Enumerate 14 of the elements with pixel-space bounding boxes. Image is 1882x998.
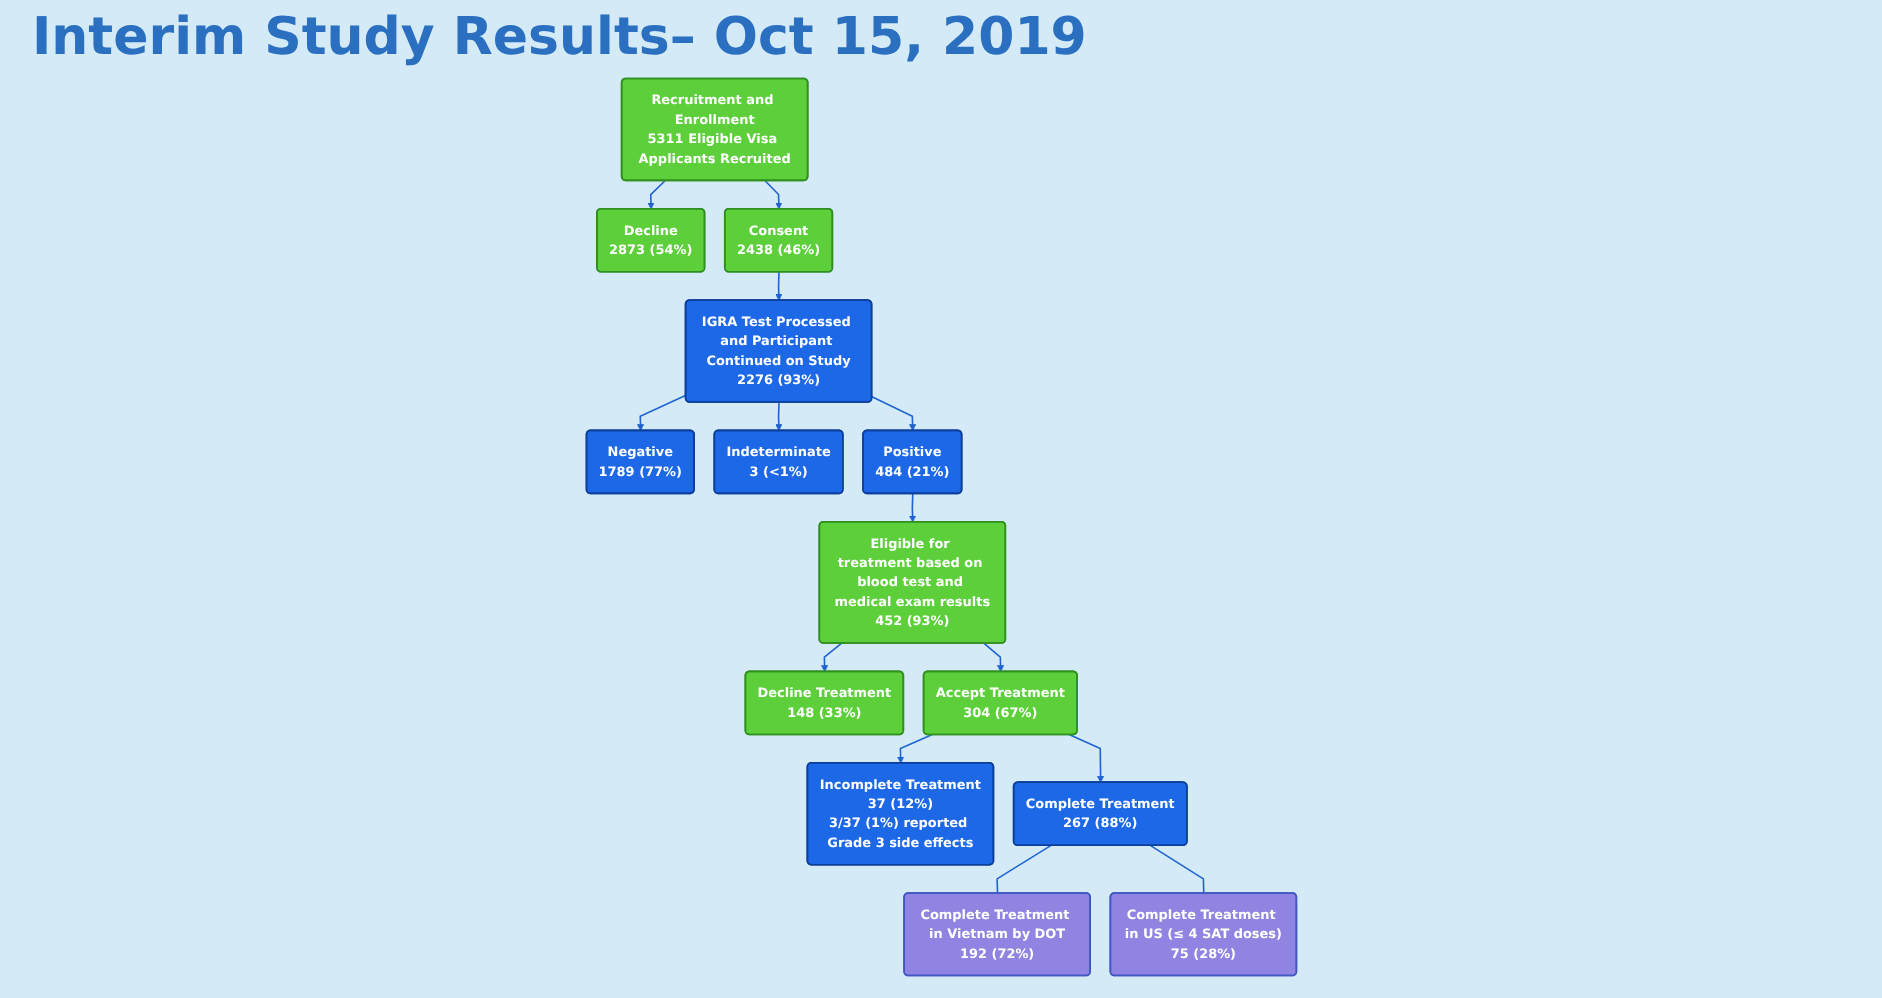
arrow (870, 395, 916, 432)
arrow (763, 180, 782, 210)
arrow (636, 394, 687, 432)
arrow (820, 642, 842, 673)
connector (1149, 844, 1205, 895)
connector (995, 844, 1052, 895)
arrow (1068, 734, 1104, 783)
arrow (908, 493, 916, 523)
arrow (982, 642, 1004, 673)
arrow (774, 401, 782, 432)
arrow (774, 271, 782, 301)
slide-title: Interim Study Results– Oct 15, 2019 (32, 8, 1087, 68)
arrow (646, 180, 666, 210)
arrow (896, 734, 933, 764)
